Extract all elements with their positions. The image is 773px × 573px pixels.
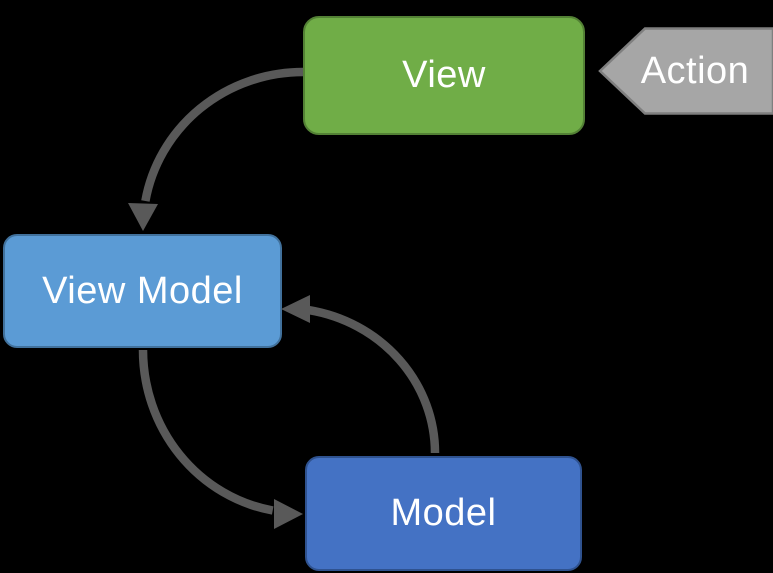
node-model-label: Model (390, 492, 497, 534)
arrow-view-to-viewmodel (141, 67, 304, 202)
arrow-viewmodel-to-model (138, 349, 274, 515)
node-view-model: View Model (3, 234, 282, 348)
node-view-model-label: View Model (42, 269, 243, 312)
node-view: View (303, 16, 585, 135)
action-label: Action (640, 49, 750, 92)
arrowhead-right-icon (274, 499, 303, 529)
arrow-model-to-viewmodel (308, 306, 440, 454)
node-model: Model (305, 456, 582, 571)
action-chevron-shape (598, 27, 773, 115)
node-view-label: View (402, 54, 486, 96)
arrowhead-left-icon (281, 295, 310, 323)
arrowhead-down-icon (128, 203, 158, 231)
